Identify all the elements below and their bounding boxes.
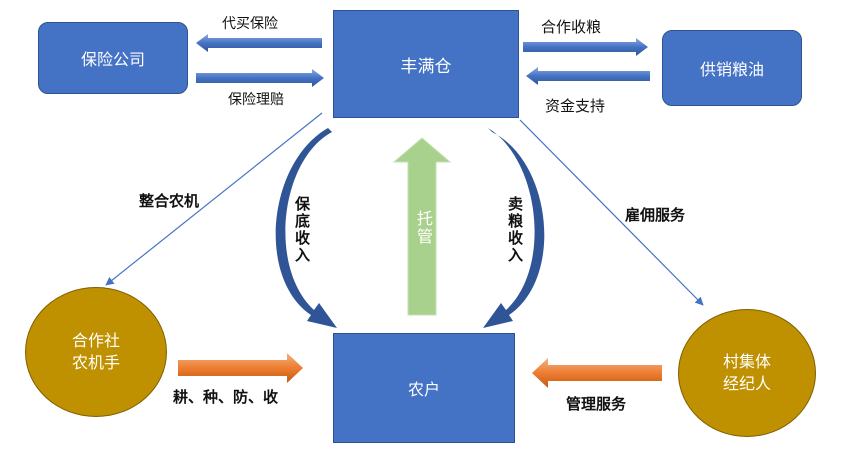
arrow-claims	[196, 69, 324, 87]
label-hired-service: 雇佣服务	[625, 206, 686, 224]
label-buy-insurance: 代买保险	[222, 16, 278, 32]
node-village-line2: 经纪人	[722, 374, 771, 393]
node-village-line1: 村集体	[722, 352, 771, 371]
arrow-fund-support	[526, 67, 650, 85]
node-fengmancang-label: 丰满仓	[400, 56, 452, 77]
arrow-guaranteed-income	[275, 128, 337, 328]
arrow-hired-service	[519, 119, 704, 306]
arrow-farming	[178, 353, 303, 383]
node-supply-label: 供销粮油	[699, 60, 764, 79]
label-cooperative-purchase: 合作收粮	[541, 18, 602, 36]
label-grain-income: 卖粮收入	[506, 196, 524, 264]
node-fengmancang: 丰满仓	[333, 10, 519, 118]
arrow-cooperative-purchase	[523, 38, 648, 56]
label-integrate-machinery: 整合农机	[139, 192, 200, 210]
arrow-buy-insurance	[196, 34, 322, 52]
arrow-grain-income	[483, 128, 545, 328]
node-farmer: 农户	[333, 333, 515, 443]
node-cooperative: 合作社 农机手	[25, 287, 167, 417]
node-cooperative-line1: 合作社	[71, 331, 120, 350]
node-cooperative-line2: 农机手	[71, 353, 120, 372]
arrow-integrate-machinery	[105, 112, 323, 286]
label-claims: 保险理赔	[228, 92, 284, 108]
node-insurance: 保险公司	[38, 22, 188, 94]
label-trusteeship: 托管	[414, 210, 433, 246]
node-supply: 供销粮油	[662, 30, 802, 106]
node-insurance-label: 保险公司	[80, 50, 145, 69]
arrow-management	[532, 358, 662, 388]
label-farming: 耕、种、防、收	[173, 388, 279, 406]
label-management: 管理服务	[566, 395, 627, 413]
node-village: 村集体 经纪人	[678, 309, 816, 437]
node-farmer-label: 农户	[407, 380, 440, 399]
label-guaranteed-income: 保底收入	[293, 196, 311, 264]
arrow-trusteeship	[392, 137, 452, 316]
label-fund-support: 资金支持	[545, 97, 606, 115]
